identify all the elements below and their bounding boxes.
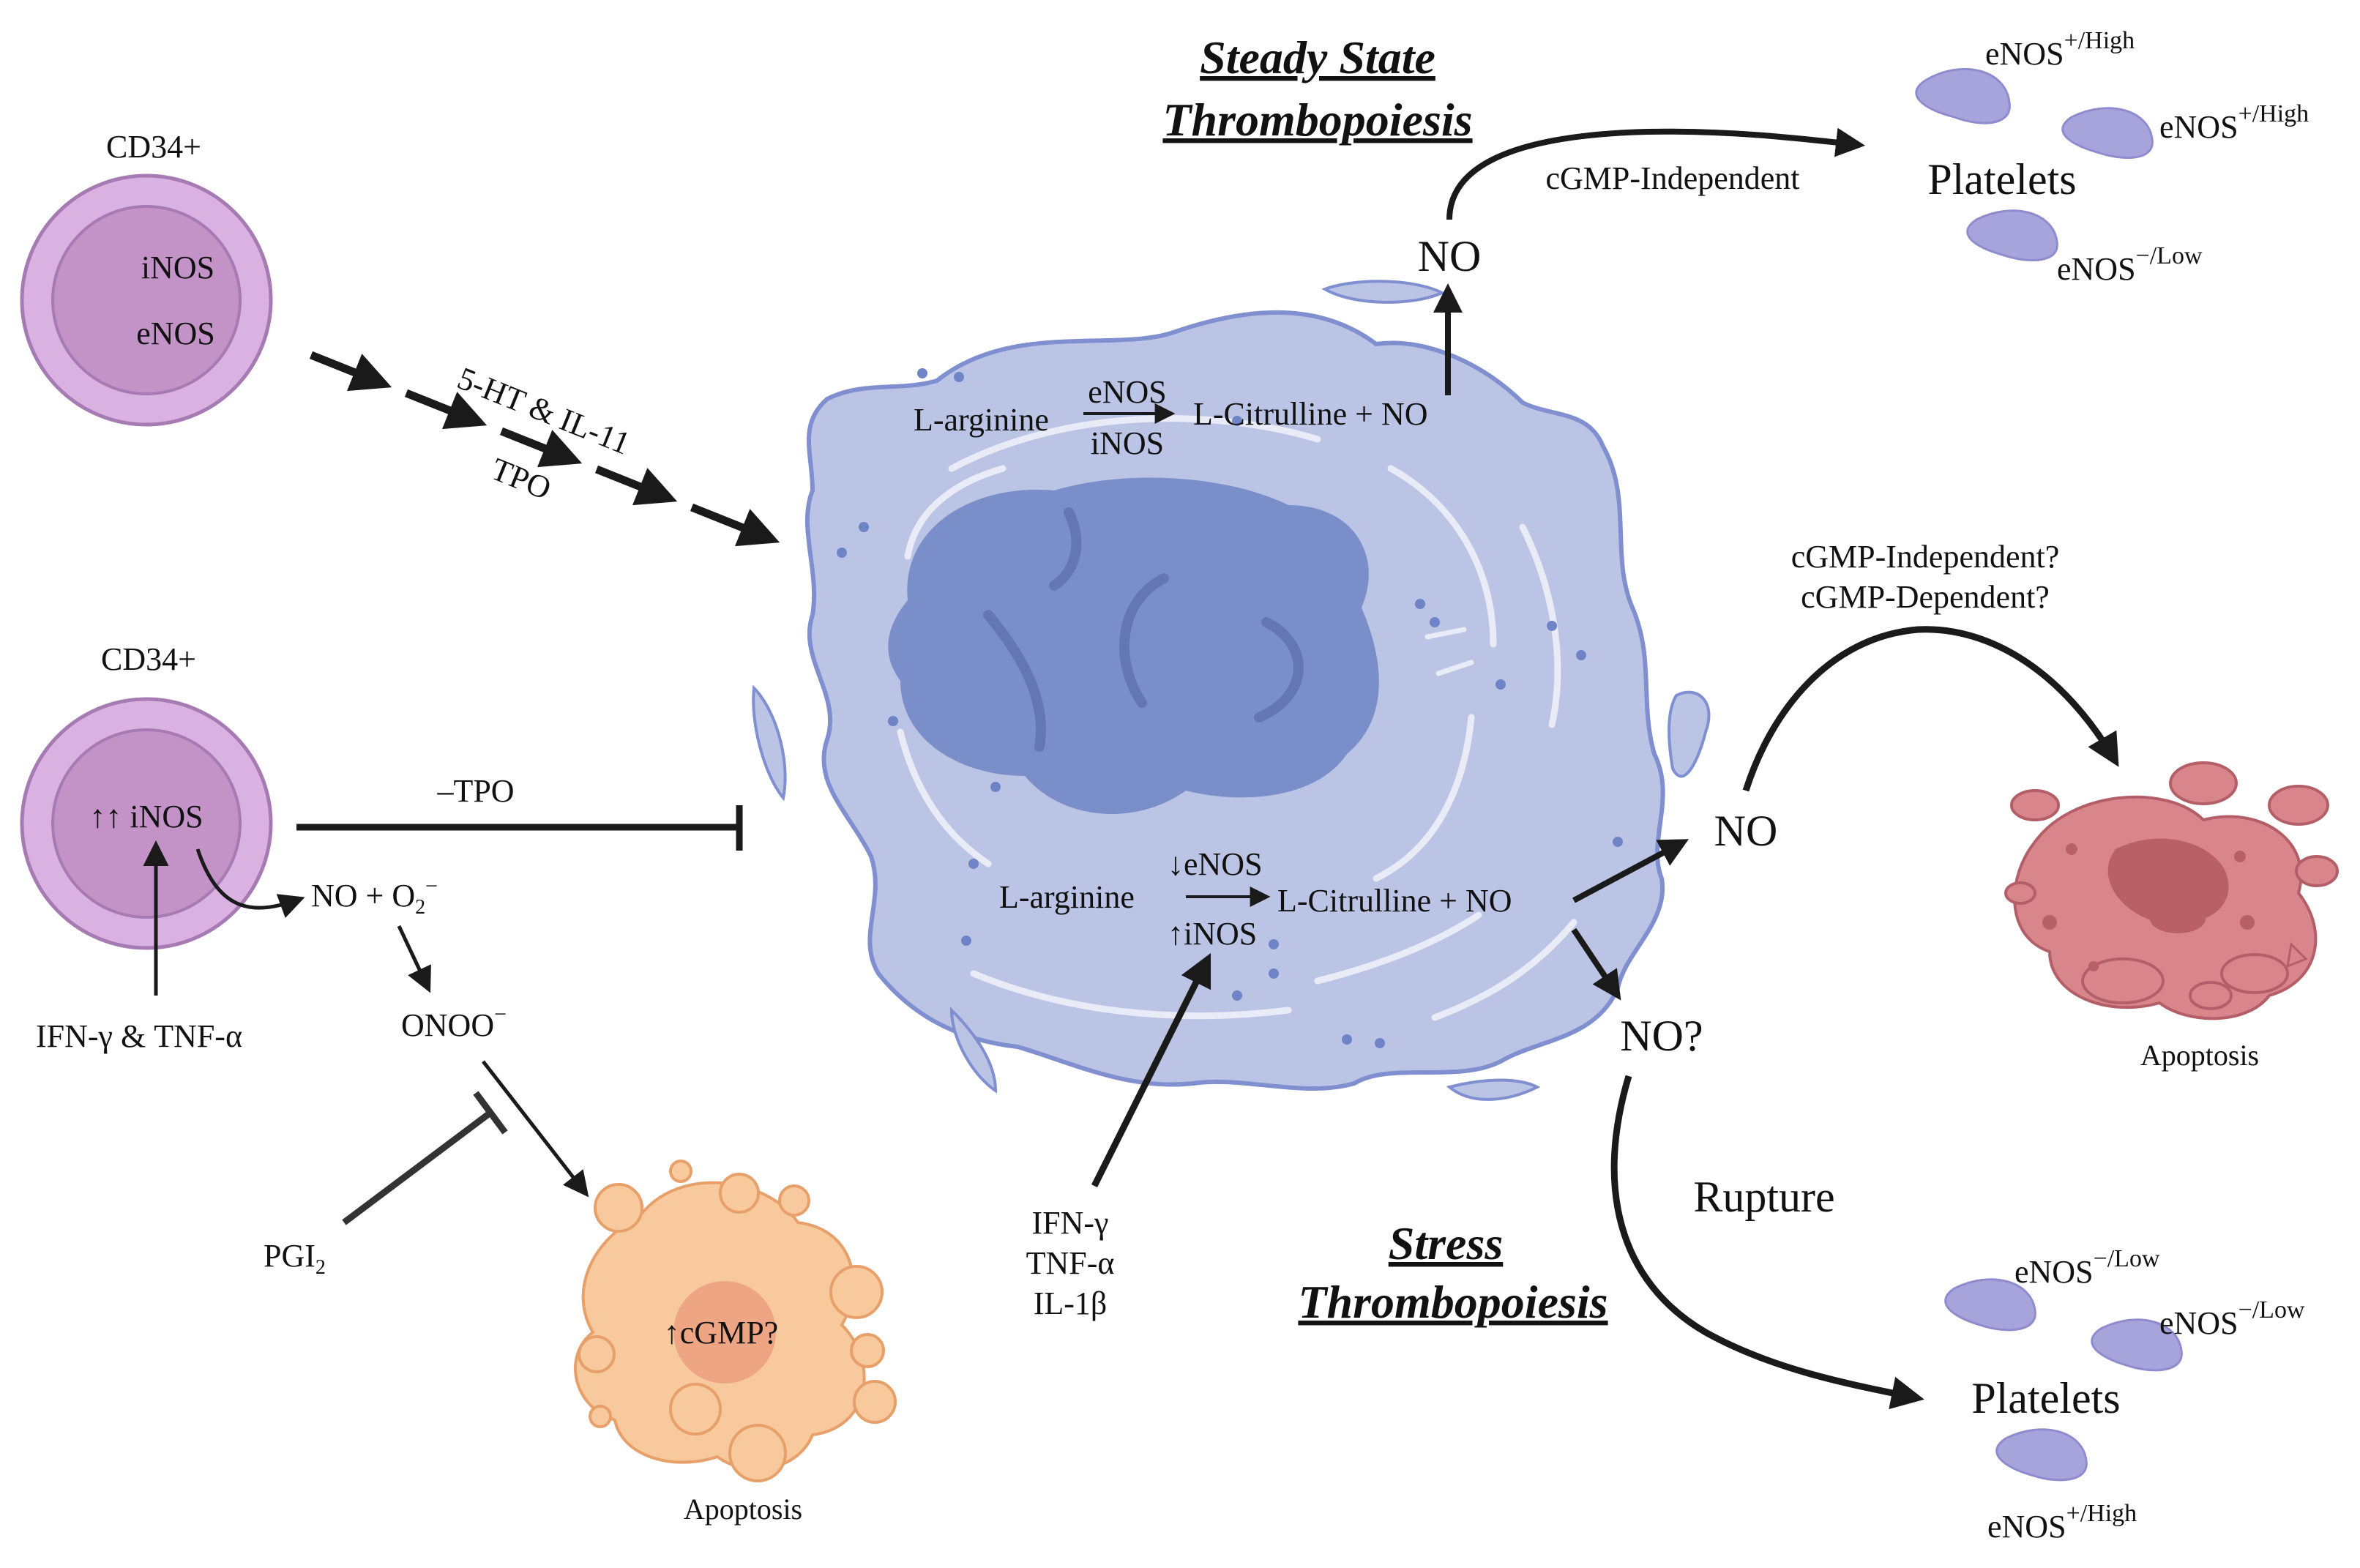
onoo-to-apoptosis-arrow (482, 1060, 589, 1198)
cytokine-1: IFN-γ (1032, 1205, 1109, 1241)
top-reaction-inos: iNOS (1091, 425, 1164, 461)
bottom-cd34-inos: ↑↑ iNOS (89, 799, 203, 835)
path-label-tpo: TPO (486, 451, 556, 507)
bottom-reaction-enos: ↓eNOS (1168, 846, 1263, 882)
bottom-cd34-label: CD34+ (101, 641, 196, 677)
stress-plt1-label: eNOS−/Low (2014, 1245, 2160, 1290)
cytokine-2: TNF-α (1026, 1245, 1115, 1281)
differentiation-arrow (309, 351, 780, 547)
to-onoo-arrow (397, 925, 431, 993)
stress-title-2: Thrombopoiesis (1298, 1276, 1607, 1328)
pgi2-inhibit-line (342, 1110, 493, 1225)
steady-to-platelets-arrow (1446, 127, 1865, 220)
bottom-reaction-product: L-Citrulline + NO (1277, 883, 1512, 919)
stress-title-1: Stress (1389, 1217, 1504, 1269)
cytokine-arrow (1091, 952, 1211, 1188)
bottom-reaction-substrate: L-arginine (999, 879, 1135, 915)
steady-platelets-label: Platelets (1927, 155, 2076, 204)
cgmp-label: ↑cGMP? (664, 1315, 778, 1351)
steady-plt3-label: eNOS−/Low (2057, 242, 2203, 287)
stress-no-question: NO? (1620, 1012, 1703, 1060)
steady-pathway: cGMP-Independent (1545, 160, 1799, 196)
stress-question-1: cGMP-Independent? (1791, 539, 2060, 575)
bottom-reaction-inos: ↑iNOS (1168, 916, 1257, 952)
pgi2-label: PGI2 (264, 1238, 326, 1279)
bottom-cd34-cell: CD34+ ↑↑ iNOS (20, 641, 273, 950)
top-reaction-product: L-Citrulline + NO (1193, 396, 1428, 432)
cd34-cell-icon (20, 173, 273, 427)
stress-apoptosis-label: Apoptosis (2140, 1039, 2259, 1072)
inducers-label: IFN-γ & TNF-α (36, 1018, 242, 1054)
steady-plt2-label: eNOS+/High (2159, 100, 2309, 145)
stress-plt2-label: eNOS−/Low (2159, 1296, 2305, 1341)
stress-no-arrow (1572, 839, 1689, 903)
steady-no: NO (1418, 232, 1482, 280)
pgi2-inhibit-bar (473, 1091, 508, 1135)
platelet-icon (1944, 1278, 2183, 1482)
stress-to-apoptosis-arrow (1742, 626, 2119, 792)
stress-rupture-arrow (1610, 1075, 1924, 1410)
no-production-arrow (195, 848, 305, 919)
top-reaction-enos: eNOS (1088, 374, 1167, 410)
stress-no-q-arrow (1571, 927, 1621, 1001)
stress-platelets-label: Platelets (1971, 1374, 2120, 1422)
stress-no: NO (1714, 807, 1778, 855)
apoptotic-cell-icon (574, 1160, 897, 1482)
apoptotic-cell-icon (2004, 761, 2339, 1020)
steady-state-title-2: Thrombopoiesis (1162, 94, 1472, 146)
platelet-icon (1915, 68, 2154, 261)
tpo-inhibit-label: –TPO (436, 773, 514, 809)
top-cd34-inos: iNOS (141, 250, 214, 285)
peroxynitrite-label: ONOO− (401, 1002, 507, 1043)
megakaryocyte-icon (752, 280, 1711, 1101)
top-reaction-substrate: L-arginine (914, 402, 1049, 438)
top-cd34-cell: CD34+ iNOS eNOS (20, 129, 273, 427)
stress-rupture-label: Rupture (1693, 1173, 1834, 1221)
cytokine-3: IL-1β (1034, 1285, 1108, 1321)
stress-plt3-label: eNOS+/High (1987, 1500, 2137, 1545)
apoptosis-orange-label: Apoptosis (684, 1493, 802, 1526)
top-cd34-label: CD34+ (106, 129, 201, 165)
reaction-no-o2: NO + O2− (311, 874, 438, 919)
cd34-cell-icon (20, 697, 273, 950)
steady-state-title-1: Steady State (1200, 31, 1435, 83)
steady-plt1-label: eNOS+/High (1985, 27, 2135, 72)
top-cd34-enos: eNOS (136, 316, 215, 351)
stress-question-2: cGMP-Dependent? (1801, 579, 2050, 615)
